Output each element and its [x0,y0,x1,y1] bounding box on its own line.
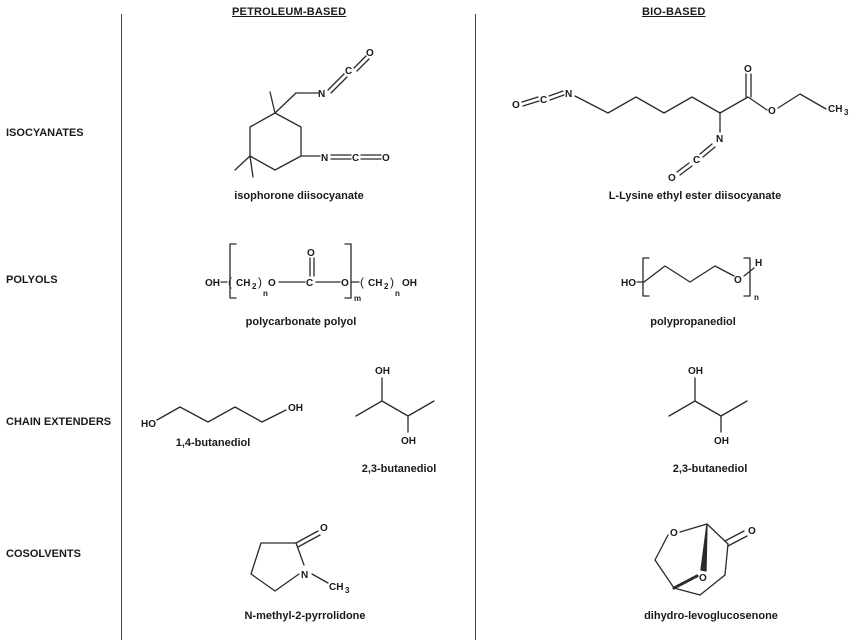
divider-left [121,14,123,640]
svg-text:OH: OH [288,403,303,414]
svg-text:(: ( [360,275,364,289]
svg-text:O: O [366,48,374,59]
svg-text:3: 3 [345,586,350,595]
column-header-petroleum: PETROLEUM-BASED [232,6,347,18]
svg-text:): ) [258,275,262,289]
svg-text:OH: OH [714,436,729,447]
svg-text:n: n [395,289,400,298]
caption-nmp: N-methyl-2-pyrrolidone [244,610,366,622]
svg-text:O: O [268,278,276,289]
caption-23-butanediol-bio: 2,3-butanediol [672,463,748,475]
svg-text:HO: HO [141,419,156,430]
svg-text:O: O [748,526,756,537]
caption-ipdi: isophorone diisocyanate [234,190,364,202]
svg-text:CH: CH [329,582,343,593]
svg-text:CH: CH [236,278,250,289]
svg-text:OH: OH [205,278,220,289]
svg-text:O: O [670,528,678,539]
row-label-chain-extenders: CHAIN EXTENDERS [6,416,112,428]
svg-text:O: O [341,278,349,289]
svg-text:CH: CH [368,278,382,289]
svg-text:O: O [768,106,776,117]
svg-text:2: 2 [252,282,257,291]
divider-middle [475,14,477,640]
caption-lysine-diisocyanate: L-Lysine ethyl ester diisocyanate [608,190,782,202]
svg-text:N: N [318,89,325,100]
svg-text:CH: CH [828,104,842,115]
svg-text:O: O [699,573,707,584]
svg-text:3: 3 [844,108,849,117]
caption-23-butanediol-petroleum: 2,3-butanediol [361,463,437,475]
caption-14-butanediol: 1,4-butanediol [175,437,251,449]
svg-text:OH: OH [688,366,703,377]
svg-text:OH: OH [402,278,417,289]
svg-text:N: N [321,153,328,164]
svg-text:C: C [540,95,547,106]
svg-text:O: O [382,153,390,164]
svg-text:): ) [390,275,394,289]
svg-text:C: C [345,66,352,77]
caption-polycarbonate-polyol: polycarbonate polyol [245,316,357,328]
svg-text:C: C [306,278,313,289]
svg-text:O: O [744,64,752,75]
svg-text:O: O [734,275,742,286]
svg-text:OH: OH [401,436,416,447]
svg-text:m: m [354,294,361,303]
row-label-polyols: POLYOLS [6,274,58,286]
svg-text:C: C [693,155,700,166]
svg-text:n: n [754,293,759,302]
svg-text:N: N [301,570,308,581]
row-label-cosolvents: COSOLVENTS [6,548,81,560]
svg-text:2: 2 [384,282,389,291]
column-header-bio: BIO-BASED [642,6,706,18]
svg-text:C: C [352,153,359,164]
caption-polypropanediol: polypropanediol [650,316,736,328]
svg-text:N: N [716,134,723,145]
svg-text:O: O [320,523,328,534]
svg-text:O: O [307,248,315,259]
svg-text:O: O [668,173,676,184]
svg-text:OH: OH [375,366,390,377]
row-label-isocyanates: ISOCYANATES [6,127,84,139]
svg-text:HO: HO [621,278,636,289]
caption-dihydro-levoglucosenone: dihydro-levoglucosenone [644,610,778,622]
svg-text:H: H [755,258,762,269]
svg-text:O: O [512,100,520,111]
svg-text:n: n [263,289,268,298]
svg-text:N: N [565,89,572,100]
